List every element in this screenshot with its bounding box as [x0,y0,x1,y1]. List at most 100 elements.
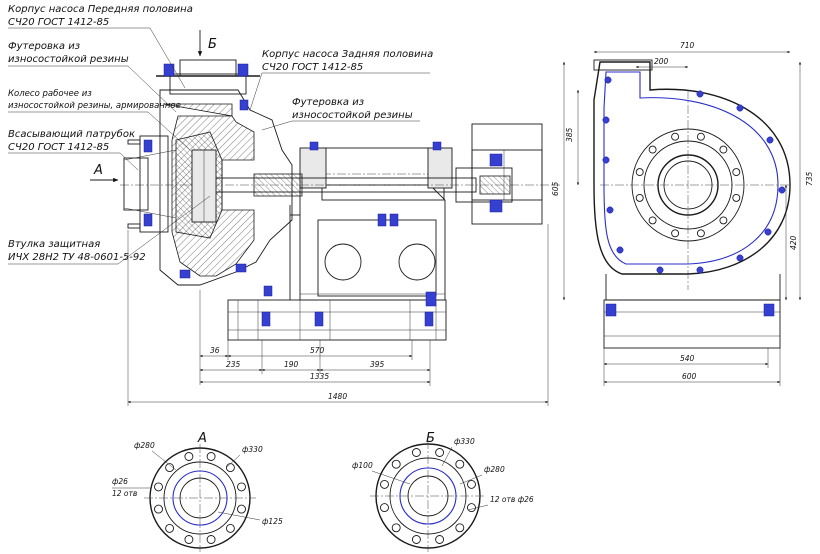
bolt-hole [184,452,194,461]
label-rear-housing-2: СЧ20 ГОСТ 1412-85 [262,62,363,73]
bolt-hole [719,216,728,225]
label-sleeve-2: ИЧХ 28Н2 ТУ 48-0601-5-92 [8,252,146,263]
dim-710: 710 [680,41,695,50]
dim-735: 735 [805,171,814,186]
dim-540: 540 [680,354,695,363]
bolt-hole [237,482,246,492]
a-phi125: ф125 [262,517,283,526]
volute-bolt [764,228,772,236]
b-phi100: ф100 [352,461,373,470]
b-phi330: ф330 [454,437,475,446]
flange-view-b: Б ф330 ф100 ф280 12 отв ф26 [352,431,534,552]
view-b-title: Б [426,431,435,446]
bolt-hole [154,482,163,492]
flange-a-bolts [154,452,246,544]
bolt-hole [225,523,235,533]
volute-bolt [604,76,612,84]
flange-view-a: А ф280 ф330 ф26 12 отв ф125 [112,431,283,552]
bolt-hole [467,479,476,489]
bolt-hole [380,503,389,513]
bolt-hole [184,535,194,544]
label-rear-housing-1: Корпус насоса Задняя половина [262,49,433,60]
dim-385: 385 [565,127,574,142]
bearing-support [263,141,453,307]
label-lining-left-1: Футеровка из [8,41,80,52]
dim-1480: 1480 [328,392,347,401]
bolt-hole [696,229,705,238]
view-arrow-b: Б [197,30,217,57]
label-lining-right-1: Футеровка из [292,97,364,108]
suction-nozzle [123,135,177,233]
front-dimensions: 710 200 385 605 735 420 540 600 [551,41,814,386]
bolt-hole [455,523,465,533]
a-12otv: 12 отв [112,489,137,498]
bolt-hole [732,168,741,177]
volute-bolt [696,90,704,98]
bolt-hole [380,479,389,489]
arrow-a-letter: А [93,163,103,178]
arrow-b-letter: Б [208,37,217,52]
b-phi280: ф280 [484,465,505,474]
label-impeller-2: износостойкой резины, армированное [8,101,181,111]
a-phi330: ф330 [242,445,263,454]
bolt-hole [206,452,216,461]
a-phi26: ф26 [112,477,128,486]
volute-bolt [696,266,704,274]
label-suction-2: СЧ20 ГОСТ 1412-85 [8,142,109,153]
bolt-hole [648,216,657,225]
label-front-housing-2: СЧ20 ГОСТ 1412-85 [8,17,109,28]
bolt-hole [671,132,680,141]
label-impeller-1: Колесо рабочее из [8,89,92,99]
bolt-hole [411,535,421,544]
bolt-hole [165,523,175,533]
view-a-title: А [197,431,207,446]
volute-bolt [766,136,774,144]
dim-605: 605 [551,181,560,196]
volute-bolt [778,186,786,194]
volute-bolt [616,246,624,254]
bolt-hole [455,459,465,469]
bolt-hole [648,145,657,154]
dim-1335: 1335 [310,372,329,381]
dim-600: 600 [682,372,697,381]
bolt-hole [696,132,705,141]
bolt-hole [719,145,728,154]
volute-bolts [602,76,786,274]
dim-420: 420 [789,235,798,250]
bolt-hole [391,523,401,533]
volute-bolt [736,254,744,262]
bolt-hole [206,535,216,544]
volute-bolt [602,116,610,124]
side-section-view: А Б [90,30,560,341]
volute-bolt [736,104,744,112]
front-view [593,59,791,349]
dim-235: 235 [226,360,241,369]
base-frame [227,299,447,341]
label-suction-1: Всасывающий патрубок [8,128,135,140]
bolt-hole [154,504,163,514]
view-arrow-a: А [90,163,119,183]
bolt-hole [435,535,445,544]
dim-190: 190 [284,360,299,369]
bolt-hole [671,229,680,238]
bolt-hole [467,503,476,513]
dim-200: 200 [654,57,669,66]
pump-casing [156,59,293,286]
labels-left: Корпус насоса Передняя половина СЧ20 ГОС… [8,4,211,265]
flange-b-bolts [380,448,476,544]
bolt-hole [435,448,445,457]
dim-36: 36 [210,346,220,355]
volute-bolt [602,156,610,164]
bolt-hole [225,463,235,473]
volute-bolt [656,266,664,274]
b-12otv: 12 отв ф26 [490,495,534,504]
bolt-hole [391,459,401,469]
volute-bolt [606,206,614,214]
bolt-hole [732,193,741,202]
label-lining-left-2: износостойкой резины [8,54,129,65]
labels-right: Корпус насоса Задняя половина СЧ20 ГОСТ … [249,49,433,131]
bolt-hole [635,193,644,202]
a-phi280: ф280 [134,441,155,450]
label-sleeve-1: Втулка защитная [8,239,100,250]
